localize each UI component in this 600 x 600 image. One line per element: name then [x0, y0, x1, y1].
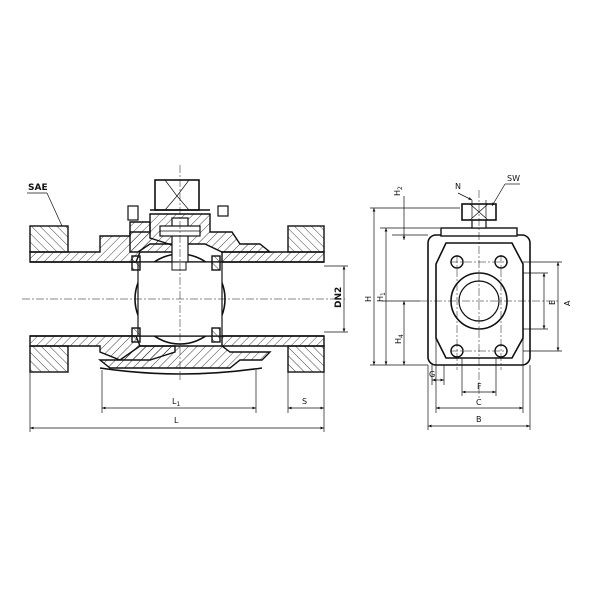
dim-f-label: F — [477, 382, 482, 391]
section-view: L1 S L DN2 SAE — [22, 165, 348, 432]
end-view: H2 H H1 H4 A E N SW — [364, 174, 572, 430]
dim-l1-label: L1 — [172, 397, 180, 408]
sae-label: SAE — [28, 183, 48, 193]
dim-n-label: N — [455, 182, 461, 191]
right-flange-bottom — [287, 345, 325, 373]
dim-n-line — [457, 192, 473, 201]
left-flange-bottom — [29, 345, 69, 373]
dim-h4-label: H4 — [394, 334, 405, 344]
left-flange-top — [29, 225, 69, 253]
right-flange-top — [287, 225, 325, 253]
dim-l-label: L — [174, 416, 179, 425]
seat-left-bottom — [131, 327, 141, 343]
dim-c-label: C — [476, 398, 482, 407]
sae-leader — [46, 192, 63, 227]
dim-h-label: H — [364, 296, 373, 302]
dim-g-label: G — [429, 370, 435, 379]
dim-sw-leader — [491, 183, 506, 207]
right-body-top — [221, 251, 325, 263]
dim-h2-label: H2 — [393, 186, 404, 196]
body-underside — [99, 367, 263, 375]
end-flange — [435, 242, 524, 359]
dim-dn2-label: DN2 — [334, 287, 344, 308]
dim-a-label: A — [563, 300, 572, 306]
dim-b-label: B — [476, 415, 482, 424]
center-body-bottom — [98, 345, 272, 369]
dim-h1-label: H1 — [376, 292, 387, 302]
dim-sw-label: SW — [507, 174, 520, 183]
right-body-bottom — [221, 335, 325, 347]
seat-right-bottom — [211, 327, 221, 343]
seat-right-top — [211, 255, 221, 271]
set-screw — [127, 205, 139, 221]
seat-left-top — [131, 255, 141, 271]
dim-s-label: S — [302, 397, 307, 406]
stem-square — [154, 179, 200, 211]
dim-e-label: E — [548, 300, 557, 305]
